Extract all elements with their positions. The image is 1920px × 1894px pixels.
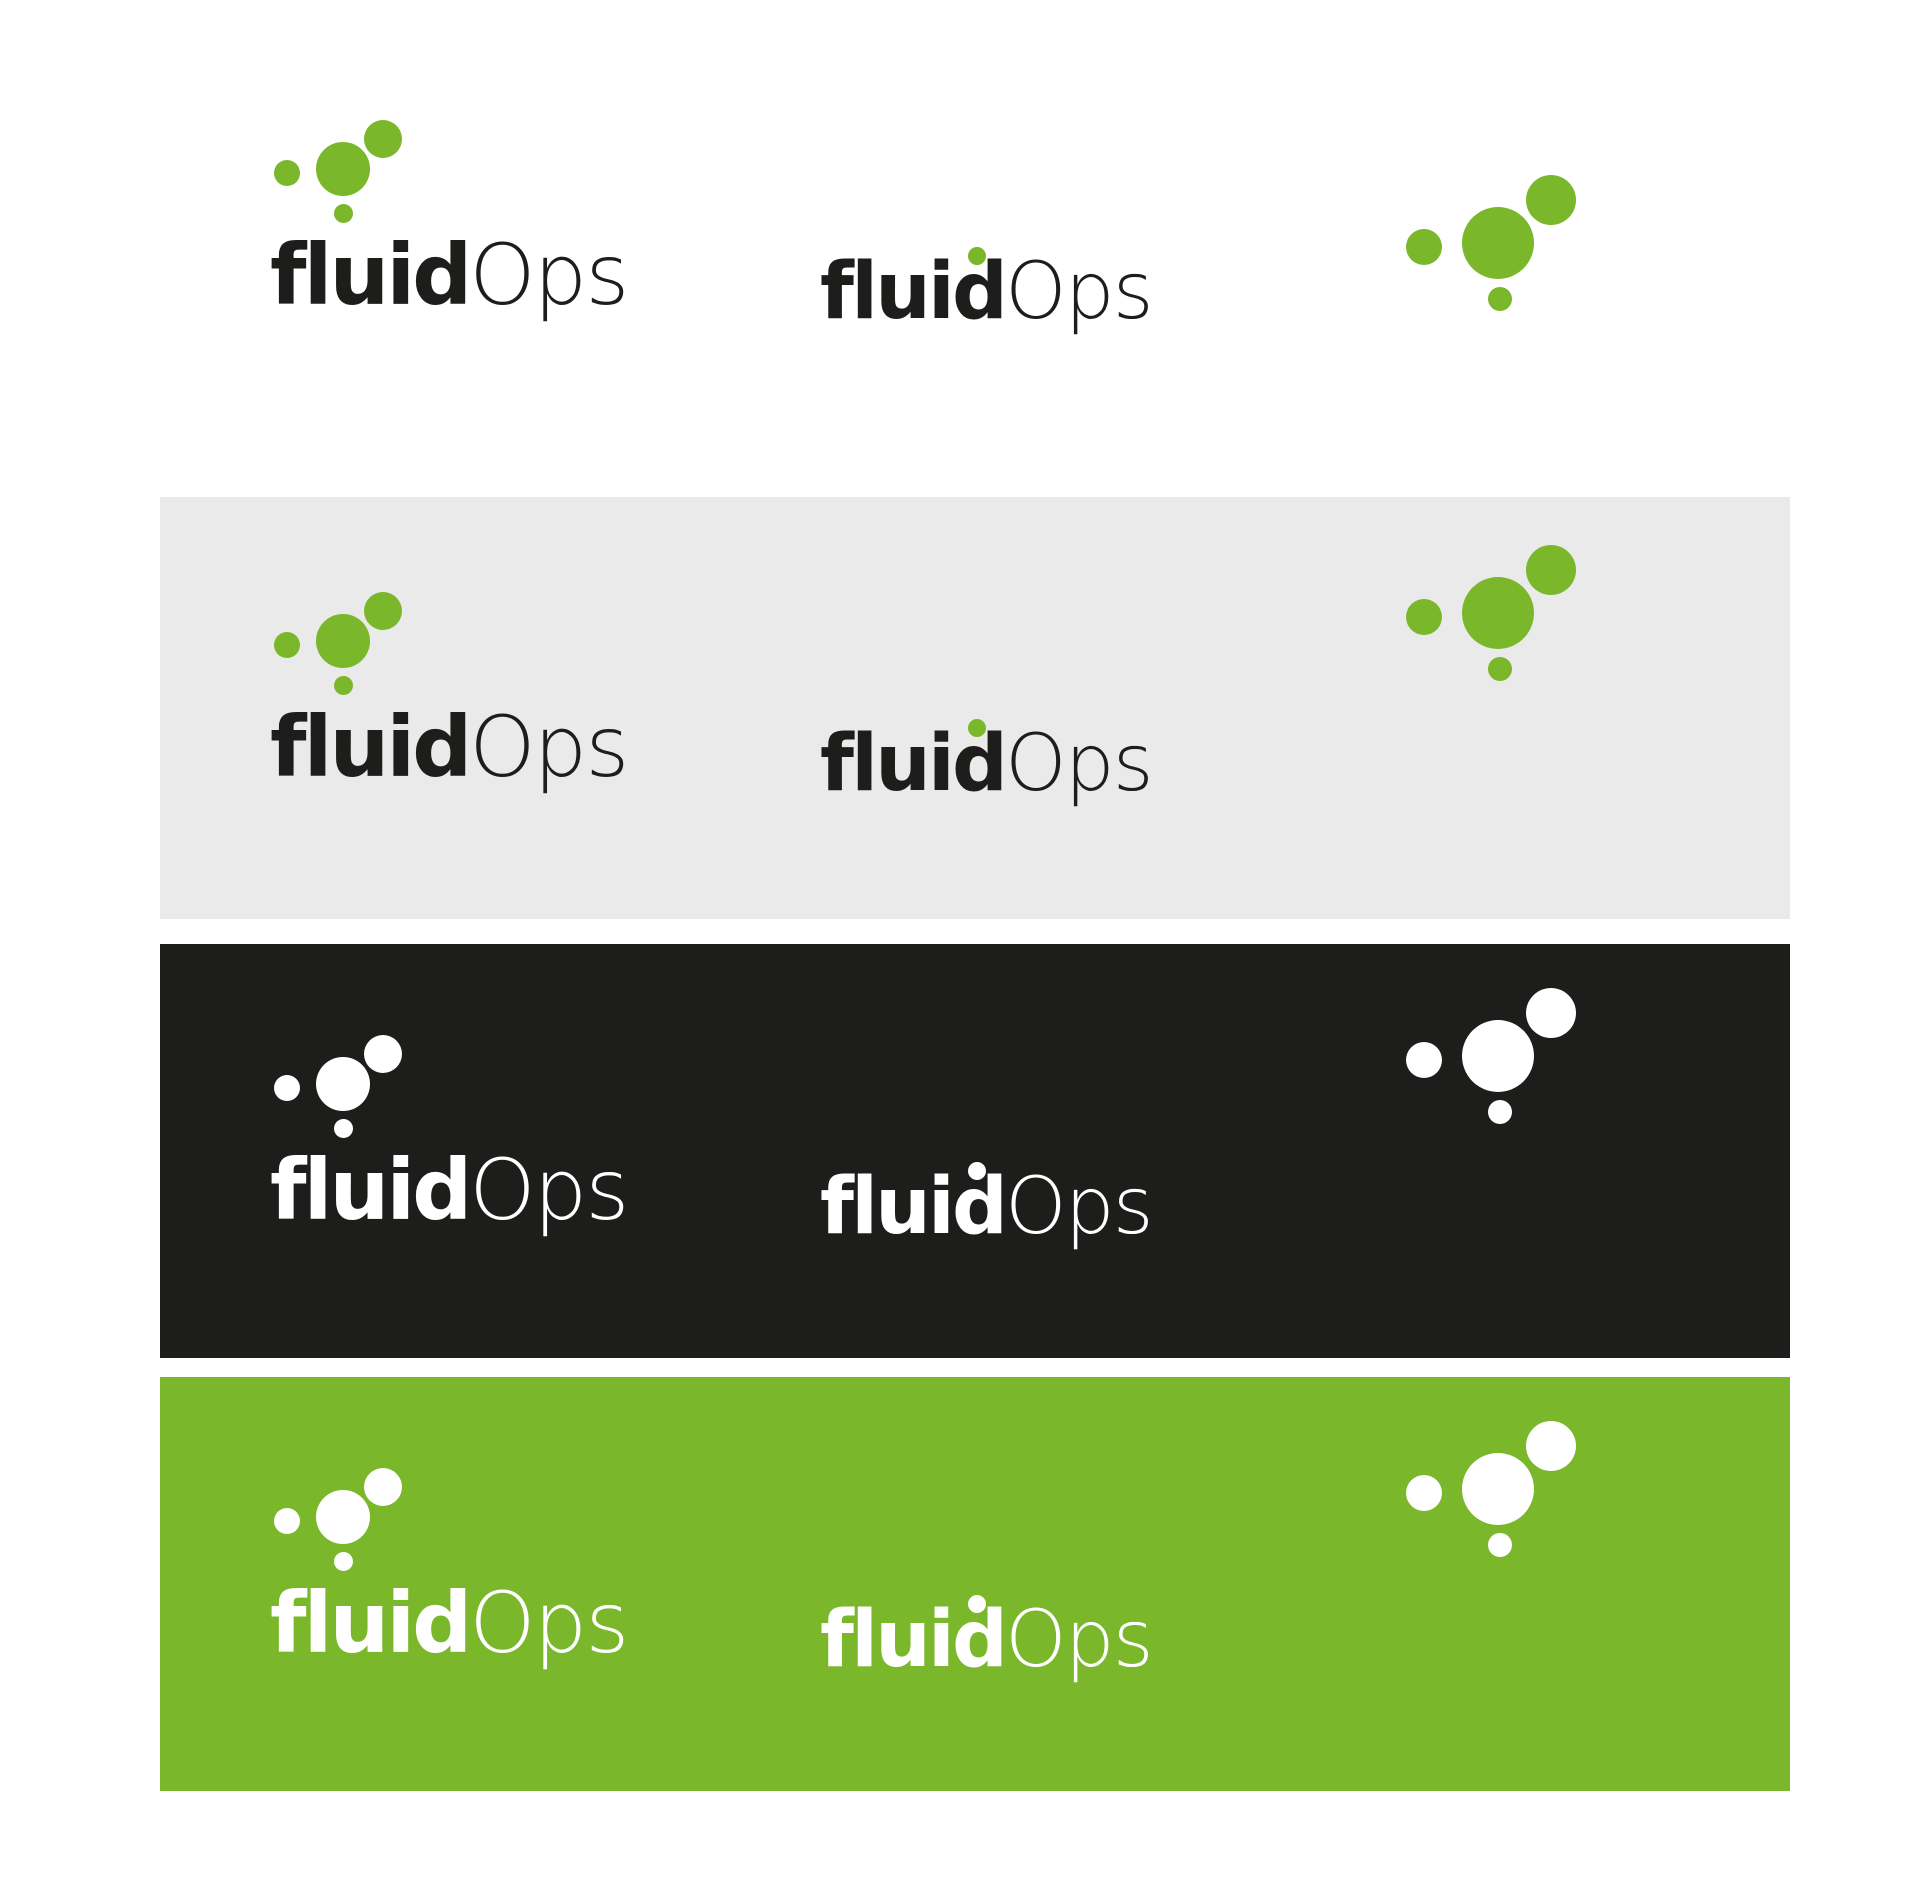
wordmark-light-part: Ops xyxy=(469,698,629,796)
medium-upper-dot-icon xyxy=(364,120,402,158)
wordmark: fluidOps xyxy=(820,247,1154,331)
medium-upper-dot-icon xyxy=(364,1468,402,1506)
small-left-dot-icon xyxy=(274,632,300,658)
logo-wordmark-black: fluidOps xyxy=(820,1162,1154,1246)
wordmark-bold-part: fluid xyxy=(270,698,472,796)
logo-band-black xyxy=(160,944,1790,1358)
wordmark-bold-part: fluid xyxy=(270,1141,472,1239)
tiny-bottom-dot-icon xyxy=(334,1552,353,1571)
small-left-dot-icon xyxy=(1406,1042,1442,1078)
small-left-dot-icon xyxy=(274,160,300,186)
wordmark-light-part: Ops xyxy=(469,226,629,324)
logo-full-lockup-black: fluidOps xyxy=(270,1035,629,1232)
dot-mark-icon xyxy=(270,1035,420,1140)
wordmark-bold-part: fluid xyxy=(820,719,1008,809)
logo-wordmark-white: fluidOps xyxy=(820,247,1154,331)
dot-mark-icon xyxy=(270,1468,420,1573)
wordmark: fluidOps xyxy=(270,1148,629,1232)
large-center-dot-icon xyxy=(1462,207,1534,279)
wordmark: fluidOps xyxy=(820,1595,1154,1679)
tiny-bottom-dot-icon xyxy=(334,1119,353,1138)
medium-upper-dot-icon xyxy=(1526,175,1576,225)
wordmark-bold-part: fluid xyxy=(270,226,472,324)
i-tittle-dot-icon xyxy=(968,719,986,737)
small-left-dot-icon xyxy=(1406,229,1442,265)
wordmark-bold-part: fluid xyxy=(820,1595,1008,1685)
wordmark-light-part: Ops xyxy=(1005,247,1153,337)
wordmark-light-part: Ops xyxy=(1005,719,1153,809)
large-center-dot-icon xyxy=(1462,577,1534,649)
logo-full-lockup-gray: fluidOps xyxy=(270,592,629,789)
tiny-bottom-dot-icon xyxy=(1488,657,1512,681)
dot-mark-icon xyxy=(270,120,420,225)
tiny-bottom-dot-icon xyxy=(334,676,353,695)
dot-mark-icon xyxy=(1400,1421,1590,1561)
dot-mark-icon xyxy=(1400,175,1590,315)
logo-wordmark-green: fluidOps xyxy=(820,1595,1154,1679)
tiny-bottom-dot-icon xyxy=(1488,1533,1512,1557)
logo-wordmark-gray: fluidOps xyxy=(820,719,1154,803)
wordmark: fluidOps xyxy=(270,705,629,789)
wordmark-light-part: Ops xyxy=(469,1574,629,1672)
wordmark-bold-part: fluid xyxy=(270,1574,472,1672)
medium-upper-dot-icon xyxy=(364,1035,402,1073)
large-center-dot-icon xyxy=(316,1490,370,1544)
dot-mark-icon xyxy=(270,592,420,697)
wordmark-light-part: Ops xyxy=(1005,1595,1153,1685)
logo-icon-only-white xyxy=(1400,175,1590,315)
large-center-dot-icon xyxy=(316,614,370,668)
wordmark-bold-part: fluid xyxy=(820,1162,1008,1252)
large-center-dot-icon xyxy=(316,142,370,196)
wordmark-light-part: Ops xyxy=(1005,1162,1153,1252)
wordmark: fluidOps xyxy=(270,1581,629,1665)
wordmark: fluidOps xyxy=(270,233,629,317)
logo-icon-only-gray xyxy=(1400,545,1590,685)
tiny-bottom-dot-icon xyxy=(1488,1100,1512,1124)
tiny-bottom-dot-icon xyxy=(1488,287,1512,311)
small-left-dot-icon xyxy=(1406,1475,1442,1511)
wordmark: fluidOps xyxy=(820,1162,1154,1246)
i-tittle-dot-icon xyxy=(968,1595,986,1613)
dot-mark-icon xyxy=(1400,988,1590,1128)
logo-icon-only-black xyxy=(1400,988,1590,1128)
large-center-dot-icon xyxy=(316,1057,370,1111)
small-left-dot-icon xyxy=(274,1508,300,1534)
small-left-dot-icon xyxy=(274,1075,300,1101)
wordmark-light-part: Ops xyxy=(469,1141,629,1239)
i-tittle-dot-icon xyxy=(968,1162,986,1180)
dot-mark-icon xyxy=(1400,545,1590,685)
logo-band-green xyxy=(160,1377,1790,1791)
i-tittle-dot-icon xyxy=(968,247,986,265)
medium-upper-dot-icon xyxy=(1526,988,1576,1038)
wordmark: fluidOps xyxy=(820,719,1154,803)
medium-upper-dot-icon xyxy=(1526,1421,1576,1471)
small-left-dot-icon xyxy=(1406,599,1442,635)
logo-full-lockup-white: fluidOps xyxy=(270,120,629,317)
tiny-bottom-dot-icon xyxy=(334,204,353,223)
logo-icon-only-green xyxy=(1400,1421,1590,1561)
wordmark-bold-part: fluid xyxy=(820,247,1008,337)
medium-upper-dot-icon xyxy=(364,592,402,630)
medium-upper-dot-icon xyxy=(1526,545,1576,595)
large-center-dot-icon xyxy=(1462,1020,1534,1092)
large-center-dot-icon xyxy=(1462,1453,1534,1525)
logo-full-lockup-green: fluidOps xyxy=(270,1468,629,1665)
logo-band-gray xyxy=(160,497,1790,919)
